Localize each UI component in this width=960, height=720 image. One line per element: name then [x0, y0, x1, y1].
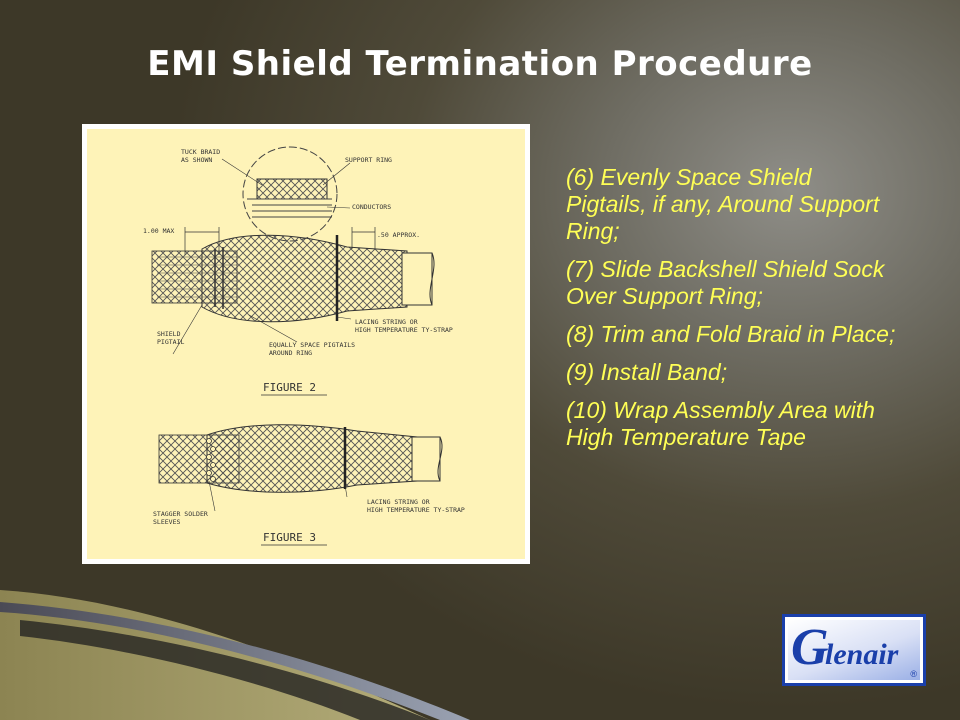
- braid-sock-fig3: [206, 424, 418, 493]
- cable-end-fig2: [401, 252, 433, 306]
- cable-end-fig3: [411, 436, 441, 482]
- label-equally-space-2: AROUND RING: [269, 349, 312, 357]
- label-lacing-2b: HIGH TEMPERATURE TY-STRAP: [367, 506, 465, 514]
- logo-background: [788, 620, 920, 680]
- procedure-steps: (6) Evenly Space Shield Pigtails, if any…: [566, 164, 896, 462]
- glenair-logo: G lenair ®: [782, 614, 926, 686]
- label-figure-3: FIGURE 3: [263, 531, 316, 544]
- shield-termination-drawing: TUCK BRAID AS SHOWN SUPPORT RING CONDUCT…: [87, 129, 525, 559]
- label-support-ring: SUPPORT RING: [345, 156, 392, 164]
- label-tuck-braid-2: AS SHOWN: [181, 156, 212, 164]
- label-lacing-1a: LACING STRING OR: [355, 318, 418, 326]
- label-figure-2: FIGURE 2: [263, 381, 316, 394]
- label-lacing-1b: HIGH TEMPERATURE TY-STRAP: [355, 326, 453, 334]
- label-lacing-2a: LACING STRING OR: [367, 498, 430, 506]
- label-stagger-1: STAGGER SOLDER: [153, 510, 208, 518]
- label-stagger-2: SLEEVES: [153, 518, 180, 526]
- label-approx: .50 APPROX.: [377, 231, 420, 239]
- label-shield-pigtail-2: PIGTAIL: [157, 338, 184, 346]
- label-equally-space-1: EQUALLY SPACE PIGTAILS: [269, 341, 355, 349]
- support-ring-detail: [256, 178, 328, 200]
- solder-sleeves: [206, 438, 216, 482]
- figure-image: TUCK BRAID AS SHOWN SUPPORT RING CONDUCT…: [82, 124, 530, 564]
- logo-wordmark: lenair: [825, 638, 899, 671]
- braid-sock-fig2: [201, 234, 408, 323]
- step-8: (8) Trim and Fold Braid in Place;: [566, 321, 896, 347]
- slide-title: EMI Shield Termination Procedure: [147, 44, 813, 84]
- logo-registered-mark: ®: [910, 669, 917, 679]
- label-tuck-braid-1: TUCK BRAID: [181, 148, 220, 156]
- swoosh-dark-band: [20, 620, 430, 720]
- step-7: (7) Slide Backshell Shield Sock Over Sup…: [566, 256, 885, 309]
- swoosh-blue-band: [0, 602, 470, 720]
- label-conductors: CONDUCTORS: [352, 203, 391, 211]
- logo-initial: G: [791, 619, 829, 676]
- label-max: 1.00 MAX: [143, 227, 174, 235]
- step-10: (10) Wrap Assembly Area with High Temper…: [566, 397, 875, 450]
- label-shield-pigtail-1: SHIELD: [157, 330, 181, 338]
- step-9: (9) Install Band;: [566, 359, 728, 385]
- step-6: (6) Evenly Space Shield Pigtails, if any…: [566, 164, 880, 244]
